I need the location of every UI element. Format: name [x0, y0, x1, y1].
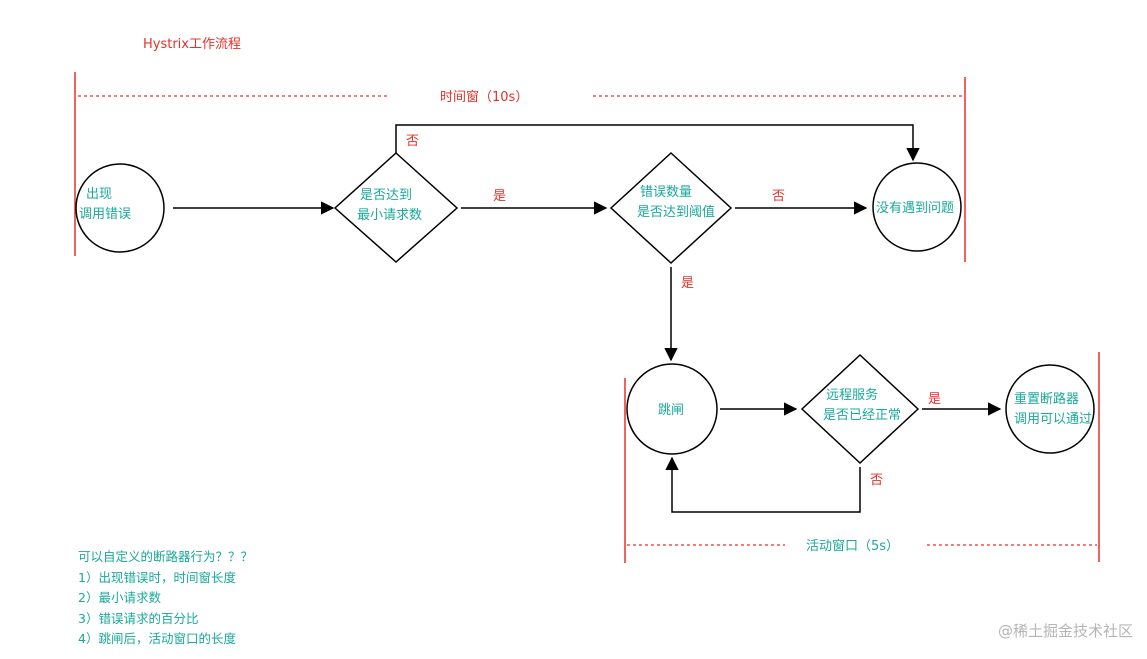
watermark: @稀土掘金技术社区: [997, 622, 1133, 640]
edge-label-remote-no: 否: [870, 473, 883, 488]
node-min-requests-line2: 最小请求数: [357, 208, 422, 223]
edge-label-remote-yes: 是: [928, 392, 941, 407]
window-10s-label: 时间窗（10s）: [440, 89, 528, 105]
node-reset-line2: 调用可以通过: [1014, 412, 1092, 427]
node-error-start-line2: 调用错误: [79, 207, 131, 222]
node-error-threshold-line1: 错误数量: [640, 185, 692, 200]
node-error-start: [75, 163, 165, 253]
notes-item: 3）错误请求的百分比: [78, 610, 199, 626]
edge-label-min-yes: 是: [493, 189, 506, 204]
notes-block: 可以自定义的断路器行为？？？ 1）出现错误时，时间窗长度 2）最小请求数 3）错…: [78, 547, 253, 650]
node-error-threshold: [609, 151, 733, 265]
edge-label-threshold-yes: 是: [681, 276, 694, 291]
node-reset: [1005, 364, 1095, 454]
node-remote-normal-line1: 远程服务: [826, 387, 878, 403]
node-trip: [626, 363, 718, 455]
node-no-problem: [872, 162, 962, 252]
node-reset-line1: 重置断路器: [1014, 391, 1079, 407]
node-error-threshold-line2: 是否达到阈值: [637, 204, 715, 220]
notes-heading: 可以自定义的断路器行为？？？: [78, 549, 254, 564]
diagram-title: Hystrix工作流程: [143, 37, 241, 52]
window-5s-label: 活动窗口（5s）: [806, 538, 899, 554]
node-no-problem-line1: 没有遇到问题: [876, 201, 954, 216]
node-min-requests-line1: 是否达到: [360, 188, 412, 203]
edge-label-threshold-no: 否: [772, 189, 785, 204]
node-remote-normal-line2: 是否已经正常: [823, 408, 901, 423]
notes-item: 2）最小请求数: [78, 590, 161, 605]
notes-item: 1）出现错误时，时间窗长度: [78, 569, 236, 585]
node-remote-normal: [800, 353, 920, 465]
node-trip-line1: 跳闸: [658, 403, 684, 418]
edge-min-no-to-noproblem: [395, 124, 920, 162]
notes-item: 4）跳闸后，活动窗口的长度: [78, 631, 236, 646]
edge-label-min-no: 否: [406, 134, 419, 149]
node-error-start-line1: 出现: [86, 187, 112, 202]
edge-remote-no-to-trip: [665, 456, 861, 513]
node-min-requests: [333, 151, 459, 264]
